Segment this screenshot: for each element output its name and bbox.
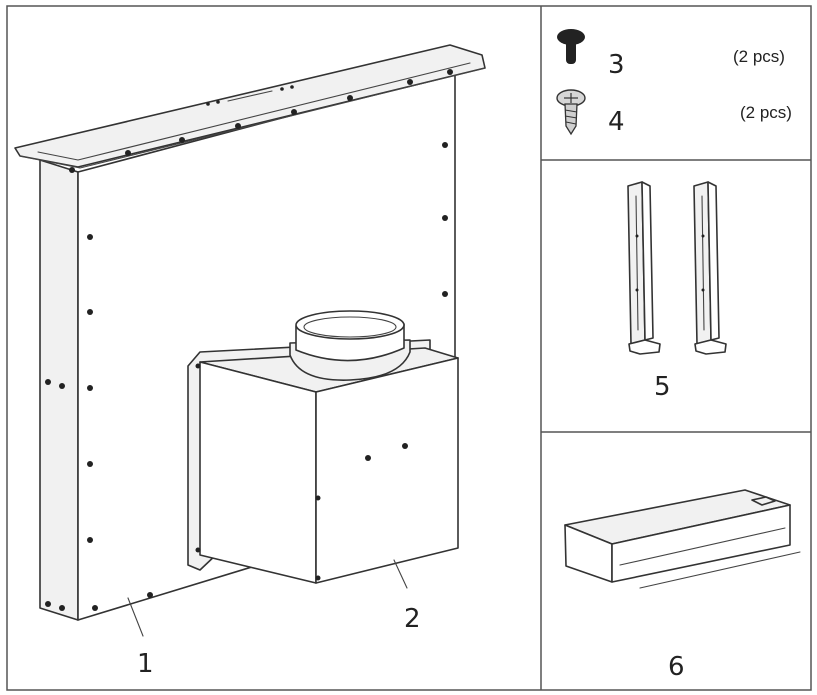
motor-box-screws xyxy=(195,363,408,581)
self-tapping-screw-icon xyxy=(556,89,586,136)
leader-line-2 xyxy=(393,559,408,589)
motor-box-right-face xyxy=(315,357,459,584)
hood-side-face xyxy=(39,159,79,621)
side-screws xyxy=(45,379,65,611)
electronics-box xyxy=(564,489,801,589)
part-number-4: 4 xyxy=(608,107,625,137)
part-number-2: 2 xyxy=(404,604,421,634)
strip-screws xyxy=(69,69,453,173)
mounting-brackets xyxy=(627,181,727,355)
electronics-box-connector xyxy=(751,496,776,506)
part-quantity-4: (2 pcs) xyxy=(740,103,792,122)
motor-box xyxy=(187,310,459,584)
panel-frames xyxy=(6,5,812,691)
control-strip-edge xyxy=(19,67,486,169)
motor-box-left-face xyxy=(199,361,317,584)
leader-line-1 xyxy=(127,597,144,637)
part-number-3: 3 xyxy=(608,50,625,80)
control-strip-inner xyxy=(37,62,471,161)
part-number-5: 5 xyxy=(654,372,671,402)
electronics-box-front-face xyxy=(611,504,791,583)
motor-collar xyxy=(289,310,411,381)
electronics-box-flange xyxy=(639,551,801,589)
mounting-bracket-left xyxy=(627,181,661,355)
truss-head-screw-icon xyxy=(557,29,585,64)
electronics-box-groove xyxy=(619,527,786,566)
control-buttons xyxy=(206,85,294,106)
mounting-bracket-right xyxy=(693,181,727,355)
part-number-1: 1 xyxy=(137,649,154,679)
outer-frame xyxy=(6,5,812,691)
panel-screws xyxy=(87,142,448,611)
part-number-6: 6 xyxy=(668,652,685,682)
part-quantity-3: (2 pcs) xyxy=(733,47,785,66)
